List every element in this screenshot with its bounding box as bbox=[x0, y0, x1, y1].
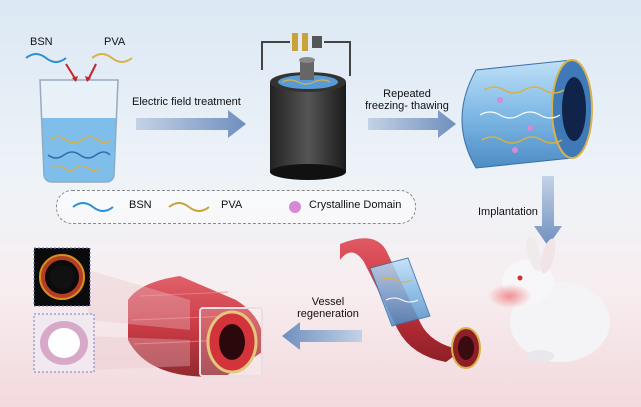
pva-fiber-icon bbox=[91, 53, 133, 63]
freezing-thawing-label: Repeated freezing- thawing bbox=[365, 88, 449, 112]
legend-bsn-label: BSN bbox=[129, 199, 152, 211]
pva-arrow-icon bbox=[87, 63, 97, 81]
pva-label: PVA bbox=[104, 36, 126, 48]
implanted-vessel-icon bbox=[340, 238, 481, 369]
legend-bsn-icon bbox=[72, 202, 114, 212]
implantation-arrow bbox=[534, 176, 562, 246]
bsn-fiber-icon bbox=[25, 53, 67, 63]
bsn-label: BSN bbox=[30, 36, 53, 48]
regenerated-vessel-icon bbox=[128, 276, 263, 377]
rabbit-icon bbox=[488, 236, 610, 362]
process-arrow-2 bbox=[368, 110, 456, 138]
regeneration-arrow bbox=[282, 322, 362, 350]
electric-field-label: Electric field treatment bbox=[132, 96, 241, 108]
legend-crystalline-label: Crystalline Domain bbox=[309, 199, 402, 211]
vessel-regeneration-label: Vessel regeneration bbox=[297, 296, 359, 320]
implantation-label: Implantation bbox=[478, 206, 538, 218]
zoom-beam-upper bbox=[88, 270, 190, 330]
scaffold-tube-icon bbox=[461, 59, 593, 169]
fluorescence-micrograph-icon bbox=[33, 247, 91, 307]
legend-pva-icon bbox=[168, 202, 210, 212]
process-arrow-1 bbox=[136, 110, 246, 138]
legend: BSN PVA Crystalline Domain bbox=[56, 190, 416, 224]
beaker-icon bbox=[39, 79, 119, 183]
legend-crystalline-icon bbox=[289, 201, 301, 213]
histology-micrograph-icon bbox=[33, 313, 95, 373]
legend-pva-label: PVA bbox=[221, 199, 243, 211]
electrode-device-icon bbox=[261, 33, 351, 180]
zoom-beam-lower bbox=[88, 336, 190, 370]
